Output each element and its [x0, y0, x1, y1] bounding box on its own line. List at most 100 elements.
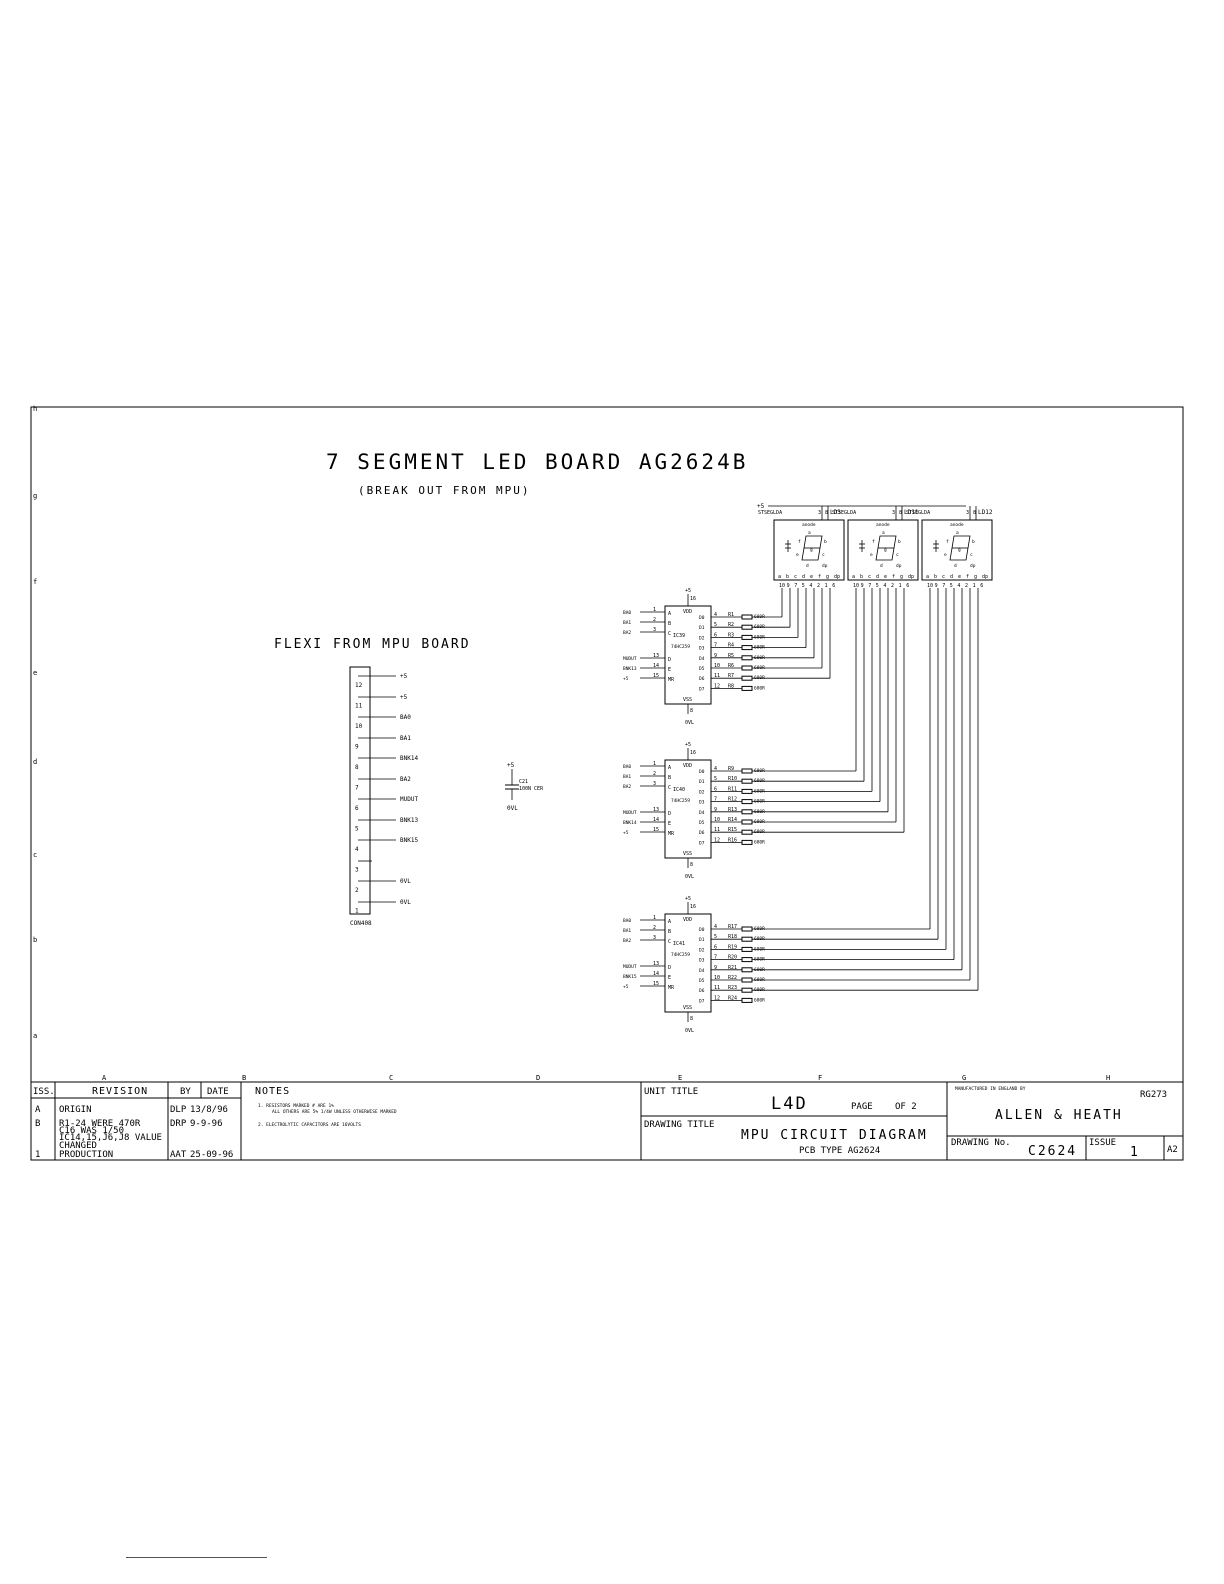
connector-pin-number: 12	[355, 682, 363, 689]
page-label: PAGE	[851, 1102, 873, 1112]
connector-pin-number: 2	[355, 887, 359, 894]
resistor-body	[741, 645, 753, 651]
connector-signal-label: BA0	[400, 714, 411, 721]
revision-text: C16 WAS 1/50	[59, 1126, 124, 1136]
cap-supply: +5	[507, 762, 515, 769]
display-seg-label: a	[882, 531, 885, 536]
connector-signal-label: BNK15	[400, 837, 418, 844]
display-pin-seg: c	[942, 574, 945, 580]
chip-input-label: C	[668, 631, 671, 637]
chip-output-pin: 11	[714, 827, 720, 833]
resistor-body	[741, 665, 753, 671]
resistor-value: 680R	[754, 685, 765, 691]
issue-number: 1	[1130, 1145, 1140, 1160]
chip-output-label: D0	[699, 927, 705, 933]
display-seg-label: e	[796, 553, 799, 558]
display-seg-label: g	[810, 548, 813, 553]
display-seg-label: dp	[896, 563, 902, 569]
chip-output-label: D3	[699, 958, 705, 964]
drawing-title: MPU CIRCUIT DIAGRAM	[741, 1128, 928, 1143]
display-ref: LD3	[830, 509, 841, 516]
sheet-size: A2	[1167, 1145, 1178, 1155]
connector-pin-number: 3	[355, 867, 359, 874]
display-pin-seg: d	[950, 574, 953, 580]
page-footer-link[interactable]	[126, 1557, 267, 1558]
display-pin-seg: e	[958, 574, 961, 580]
chip-vss-pin: 8	[690, 708, 693, 714]
grid-row-label: a	[33, 1032, 37, 1040]
drawing-title-label: DRAWING TITLE	[644, 1120, 714, 1130]
connector-signal-label: 0VL	[400, 899, 411, 906]
revision-iss: A	[35, 1105, 41, 1115]
chip-output-label: D1	[699, 779, 705, 785]
display-seg-label: f	[946, 539, 949, 545]
connector-body	[349, 666, 371, 915]
chip-input-net: BA0	[623, 918, 631, 924]
display-pin-seg: f	[818, 574, 821, 580]
display-pin-number: 9	[861, 583, 864, 589]
chip-input-label: D	[668, 811, 671, 817]
resistor-ref: R1	[728, 612, 734, 618]
display-pin-seg: g	[974, 574, 977, 580]
resistor-ref: R21	[728, 965, 737, 971]
chip-output-label: D0	[699, 769, 705, 775]
display-pin-seg: dp	[982, 574, 988, 580]
chip-input-pin: 15	[653, 827, 659, 833]
display-supply-label: +5	[757, 503, 765, 510]
resistor-ref: R16	[728, 837, 737, 843]
resistor-value: 680R	[754, 839, 765, 845]
chip-output-label: D5	[699, 820, 705, 826]
display-pin-seg: a	[852, 574, 855, 580]
chip-input-net: BA0	[623, 610, 631, 616]
display-pin-number: 1	[899, 583, 902, 589]
manufacturer-note: MANUFACTURED IN ENGLAND BY	[955, 1086, 1026, 1092]
latch-chips: +516VDDVSS80VLIC3974HC2591ABA02BBA13CBA2…	[623, 588, 765, 1034]
chip-vss-pin: 8	[690, 862, 693, 868]
chip-output-pin: 12	[714, 995, 720, 1001]
chip-input-net: +5	[623, 676, 629, 682]
display-pin-seg: b	[786, 574, 789, 580]
company-name: ALLEN & HEATH	[995, 1108, 1123, 1123]
resistor-ref: R22	[728, 975, 737, 981]
chip-output-pin: 9	[714, 653, 717, 659]
connector-ref: CON408	[350, 920, 372, 927]
chip-input-net: BA1	[623, 928, 631, 934]
board-subtitle: (BREAK OUT FROM MPU)	[358, 484, 530, 497]
chip-input-pin: 3	[653, 781, 656, 787]
display-pin-number: 6	[980, 583, 983, 589]
resistor-body	[741, 809, 753, 815]
chip-input-label: B	[668, 929, 671, 935]
chip-vss-label: VSS	[683, 1005, 692, 1011]
grid-col-label: A	[102, 1074, 107, 1082]
display-seg-label: c	[896, 553, 899, 558]
connector-pin-number: 1	[355, 908, 359, 915]
revision-date: 13/8/96	[190, 1105, 228, 1115]
chip-input-net: BNK15	[623, 974, 637, 980]
chip-output-label: D5	[699, 978, 705, 984]
chip-output-label: D3	[699, 646, 705, 652]
chip-input-label: D	[668, 965, 671, 971]
display-pin-number: 5	[802, 583, 805, 589]
display-seg-label: dp	[822, 563, 828, 569]
cap-ref: C21	[519, 779, 528, 785]
board-title: 7 SEGMENT LED BOARD AG2624B	[326, 450, 748, 474]
chip-ref: IC39	[673, 633, 685, 639]
chip-input-label: MR	[668, 831, 675, 837]
chip-input-net: BNK14	[623, 820, 637, 826]
chip-supply-label: +5	[685, 896, 691, 902]
resistor-ref: R7	[728, 673, 734, 679]
revision-text: CHANGED	[59, 1141, 97, 1151]
chip-output-pin: 6	[714, 786, 717, 792]
grid-row-label: g	[33, 492, 37, 500]
chip-output-label: D5	[699, 666, 705, 672]
grid-col-label: H	[1106, 1074, 1110, 1082]
chip-input-pin: 1	[653, 761, 656, 767]
display-seg-label: b	[972, 539, 975, 545]
chip-input-label: D	[668, 657, 671, 663]
display-pin-number: 2	[817, 583, 820, 589]
resistor-body	[741, 987, 753, 993]
unit-title-label: UNIT TITLE	[644, 1087, 698, 1097]
grid-row-label: e	[33, 669, 37, 677]
